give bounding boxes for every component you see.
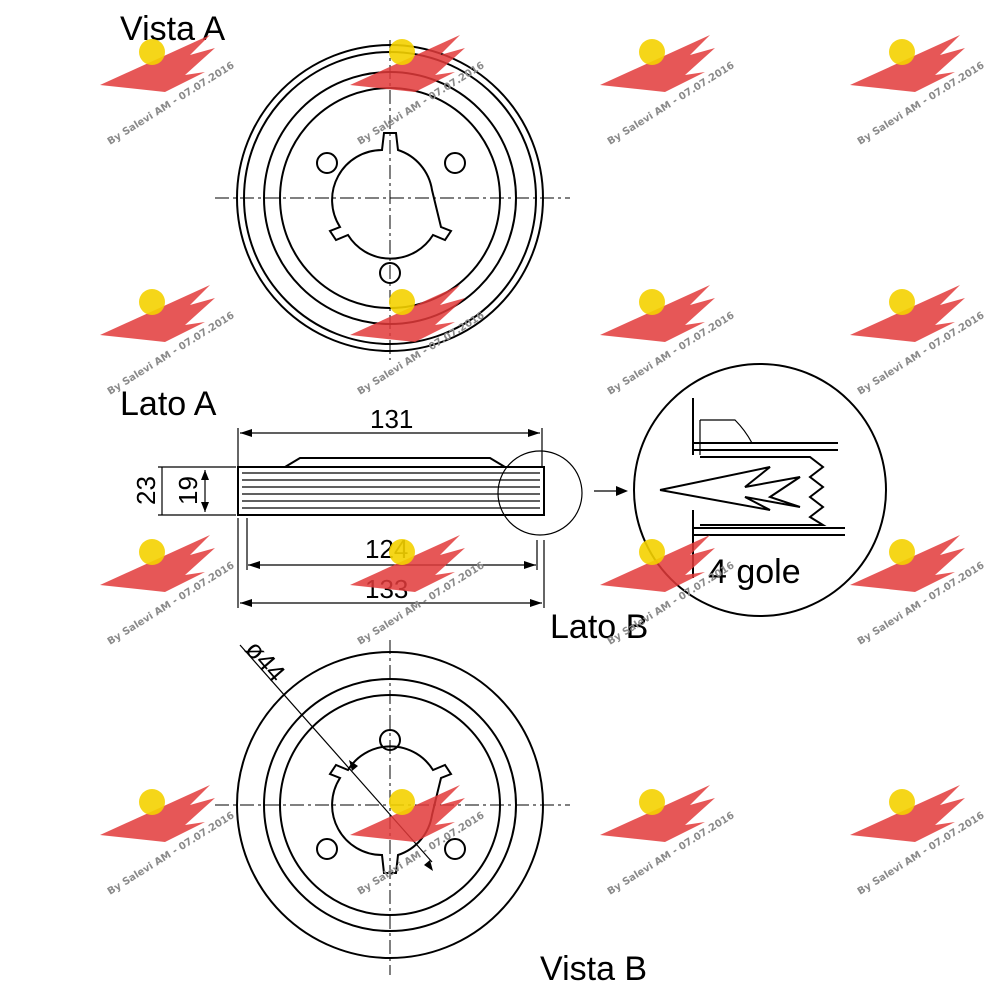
watermark-badge-icon xyxy=(639,289,665,315)
watermark-logo: By Salevi AM - 07.07.2016 xyxy=(100,35,237,148)
view-a-bolt-hole xyxy=(316,152,338,174)
detail-arrow-head xyxy=(616,486,628,496)
dim-131-text: 131 xyxy=(370,404,413,434)
view-b-rim-3 xyxy=(279,694,501,916)
watermark-badge-icon xyxy=(139,789,165,815)
watermark-badge-icon xyxy=(389,289,415,315)
side-view: Lato A 131 23 19 124 133 xyxy=(120,385,648,646)
view-a-outer-rim xyxy=(236,44,544,352)
watermark-logo: By Salevi AM - 07.07.2016 xyxy=(100,285,237,398)
watermark-badge-icon xyxy=(639,539,665,565)
watermark-logo: By Salevi AM - 07.07.2016 xyxy=(850,285,987,398)
watermark-logo: By Salevi AM - 07.07.2016 xyxy=(600,285,737,398)
watermark-badge-icon xyxy=(889,39,915,65)
view-b-bolt-hole xyxy=(379,729,401,751)
watermark-logo: By Salevi AM - 07.07.2016 xyxy=(600,785,737,898)
watermark-badge-icon xyxy=(639,39,665,65)
view-b-title: Vista B xyxy=(540,950,647,988)
view-b-bolt-hole xyxy=(444,838,466,860)
detail-circle xyxy=(633,363,887,617)
watermark-badge-icon xyxy=(389,789,415,815)
dim-23-text: 23 xyxy=(131,476,161,505)
watermark-badge-icon xyxy=(889,789,915,815)
dim-19-text: 19 xyxy=(173,476,203,505)
detail-groove-profile xyxy=(700,456,827,526)
side-a-label: Lato A xyxy=(120,385,217,423)
watermark-badge-icon xyxy=(139,39,165,65)
watermark-badge-icon xyxy=(389,539,415,565)
watermark-badge-icon xyxy=(389,39,415,65)
view-a: Vista A xyxy=(120,10,570,360)
watermark-badge-icon xyxy=(639,789,665,815)
side-b-label: Lato B xyxy=(550,608,648,646)
watermark-badge-icon xyxy=(889,289,915,315)
watermark-logo: By Salevi AM - 07.07.2016 xyxy=(100,785,237,898)
pulley-body xyxy=(237,466,545,516)
view-a-bolt-hole xyxy=(379,262,401,284)
detail-groove-inner xyxy=(659,466,801,511)
view-a-bolt-hole xyxy=(444,152,466,174)
dim-19-arrows xyxy=(201,470,209,512)
grooves-label: 4 gole xyxy=(708,553,801,591)
view-a-title: Vista A xyxy=(120,10,226,48)
detail-callout-circle xyxy=(497,450,583,536)
view-b-rim-2 xyxy=(263,678,517,932)
watermark-logo: By Salevi AM - 07.07.2016 xyxy=(850,785,987,898)
bore-diameter-text: ø44 xyxy=(239,634,291,688)
watermark-badge-icon xyxy=(889,539,915,565)
watermark-logo: By Salevi AM - 07.07.2016 xyxy=(600,35,737,148)
watermark-logo: By Salevi AM - 07.07.2016 xyxy=(850,35,987,148)
view-b-outer-rim xyxy=(236,651,544,959)
detail-view: 4 gole xyxy=(633,363,887,617)
detail-hub-curve xyxy=(700,419,753,444)
watermark-logo: By Salevi AM - 07.07.2016 xyxy=(600,535,737,648)
view-b-bolt-hole xyxy=(316,838,338,860)
watermark-badge-icon xyxy=(139,289,165,315)
pulley-hub xyxy=(281,457,509,468)
watermark-badge-icon xyxy=(139,539,165,565)
view-a-hub-opening xyxy=(328,132,453,260)
watermark-logo: By Salevi AM - 07.07.2016 xyxy=(100,535,237,648)
